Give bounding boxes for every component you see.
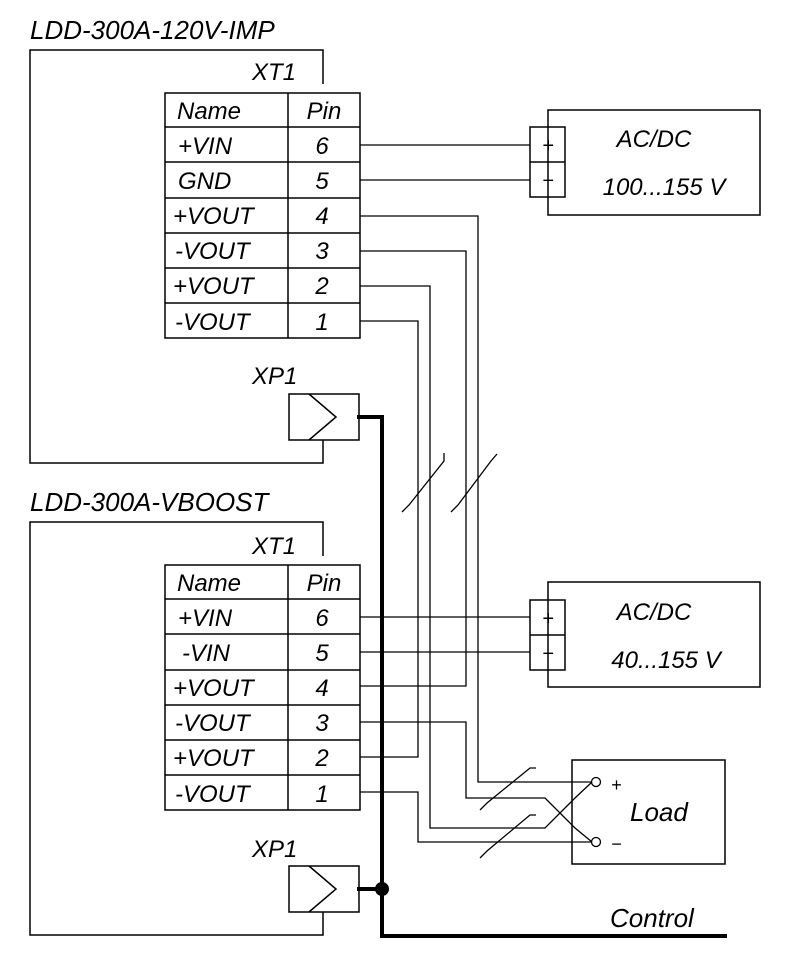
row-name: +VIN (178, 133, 233, 160)
supply-plus-terminal: + (542, 135, 554, 157)
control-bus (357, 415, 727, 938)
load-plus-terminal (590, 776, 602, 788)
pin-table: Name Pin +VIN 6 -VIN 5 +VOUT 4 -VOUT 3 +… (164, 564, 361, 811)
module-outline (29, 521, 324, 936)
module-title: LDD-300A-120V-IMP (30, 15, 275, 45)
load-minus-sign: − (611, 834, 622, 854)
control-connector-label: XP1 (251, 363, 297, 390)
row-pin: 2 (314, 745, 328, 772)
control-connector-xp1 (288, 393, 360, 441)
acdc-supply-1: + − AC/DC 100...155 V (529, 109, 761, 216)
table-header-name: Name (177, 570, 241, 597)
control-connector-label: XP1 (251, 836, 297, 863)
row-pin: 4 (315, 675, 328, 702)
load-minus-terminal (590, 836, 602, 848)
table-header-pin: Pin (307, 98, 342, 125)
row-name: -VOUT (175, 781, 252, 808)
junction-dot (375, 882, 389, 896)
row-pin: 2 (314, 273, 328, 300)
supply-plus-terminal: + (542, 608, 554, 630)
supply-minus-terminal: − (542, 170, 554, 192)
wire-m2-pin1 (360, 791, 592, 843)
row-name: +VOUT (173, 203, 256, 230)
row-pin: 5 (315, 640, 329, 667)
wire-m1-pin1-to-m2-pin2 (360, 320, 419, 758)
supply-minus-terminal: − (542, 643, 554, 665)
wires (357, 144, 727, 938)
table-header-pin: Pin (307, 570, 342, 597)
row-name: GND (178, 168, 231, 195)
wire-bundle-mark (479, 767, 536, 811)
row-pin: 6 (315, 133, 329, 160)
module-title: LDD-300A-VBOOST (30, 487, 271, 517)
control-label: Control (610, 903, 695, 933)
row-name: +VOUT (173, 745, 256, 772)
row-pin: 3 (315, 710, 329, 737)
row-name: -VOUT (175, 238, 252, 265)
row-name: +VOUT (173, 273, 256, 300)
connector-label: XT1 (251, 59, 296, 86)
row-name: -VIN (182, 640, 231, 667)
wire-bundle-mark (450, 453, 498, 513)
connector-label: XT1 (251, 533, 296, 560)
pin-table: Name Pin +VIN 6 GND 5 +VOUT 4 -VOUT 3 +V… (164, 92, 361, 339)
row-pin: 5 (315, 168, 329, 195)
row-pin: 1 (315, 309, 328, 336)
row-pin: 1 (315, 781, 328, 808)
row-pin: 3 (315, 238, 329, 265)
module-outline (29, 49, 324, 464)
wire-bundle-mark (479, 814, 536, 859)
wire-m1-pin4 (360, 215, 592, 783)
supply-label: AC/DC (615, 599, 692, 626)
wire-m2-pin3 (360, 721, 593, 843)
row-name: +VIN (178, 605, 233, 632)
load-label: Load (630, 797, 689, 827)
module-ldd-300a-120v-imp: LDD-300A-120V-IMP XT1 Name Pin +VIN 6 GN… (29, 15, 361, 464)
supply-voltage-range: 40...155 V (611, 647, 722, 674)
load-plus-sign: + (611, 775, 622, 795)
row-name: +VOUT (173, 675, 256, 702)
load-block: + − Load (571, 759, 726, 865)
wire-m1-pin3-to-m2-pin4 (360, 250, 467, 687)
row-pin: 4 (315, 203, 328, 230)
row-name: -VOUT (175, 309, 252, 336)
control-connector-xp1 (288, 865, 360, 913)
row-name: -VOUT (175, 710, 252, 737)
supply-label: AC/DC (615, 126, 692, 153)
acdc-supply-2: + − AC/DC 40...155 V (529, 581, 761, 688)
row-pin: 6 (315, 605, 329, 632)
supply-voltage-range: 100...155 V (603, 174, 728, 201)
module-ldd-300a-vboost: LDD-300A-VBOOST XT1 Name Pin +VIN 6 -VIN… (29, 487, 361, 936)
wire-bundle-mark (401, 453, 445, 513)
wire-m1-pin2 (360, 285, 593, 829)
table-header-name: Name (177, 98, 241, 125)
